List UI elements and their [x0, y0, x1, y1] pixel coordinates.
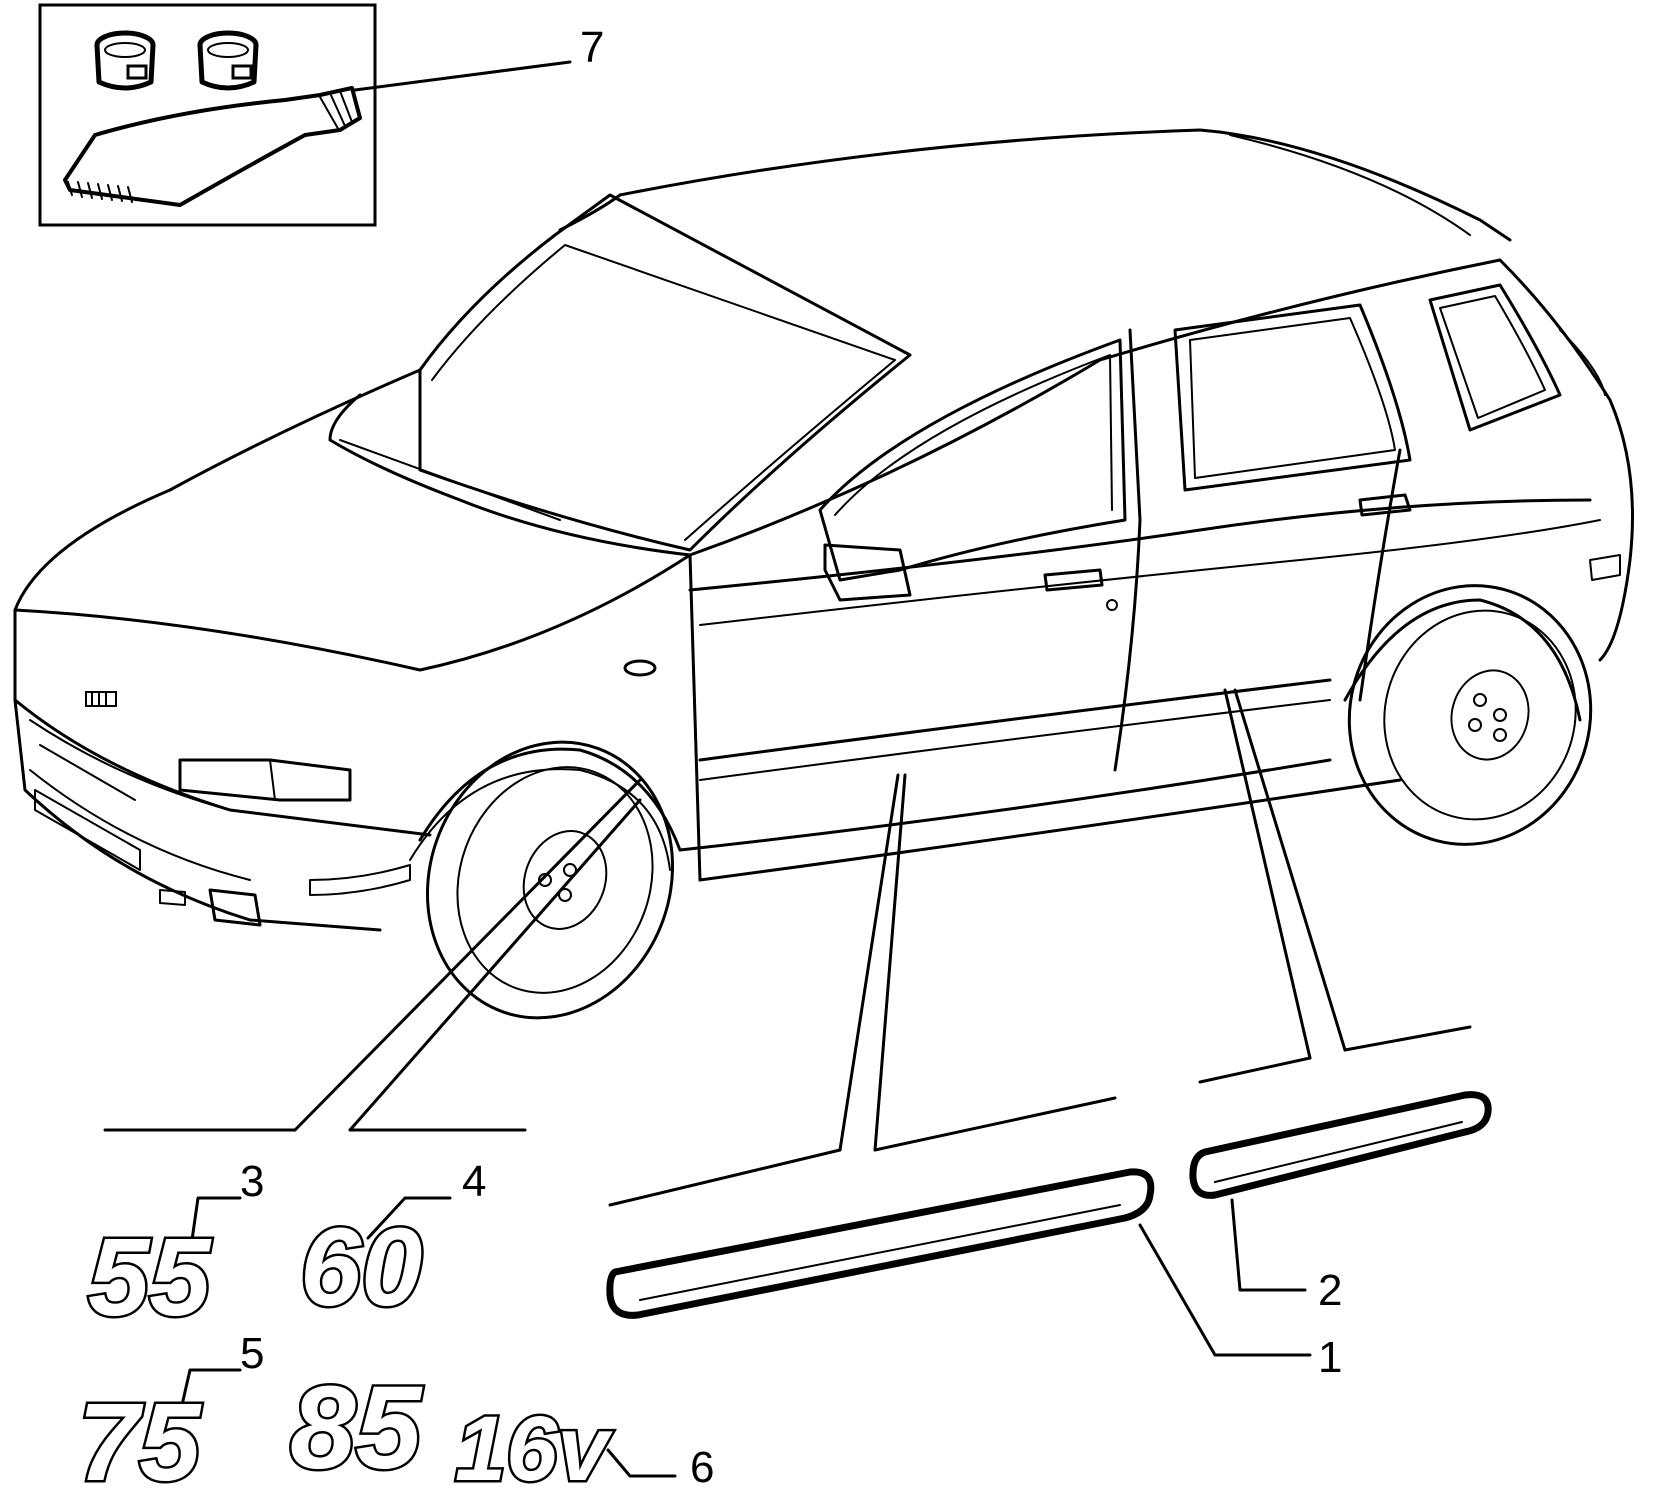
svg-text:60: 60	[300, 1206, 422, 1329]
jar-icon	[94, 30, 156, 91]
kit-inset	[38, 3, 572, 227]
badge-60: 60	[298, 1204, 425, 1332]
badge-85: 85	[288, 1360, 427, 1495]
badge-55: 55	[86, 1214, 215, 1342]
svg-text:55: 55	[88, 1216, 212, 1339]
callout-7: 7	[580, 23, 604, 72]
badge-16v: 16v	[453, 1396, 616, 1495]
fiat-logo-icon	[85, 691, 117, 707]
svg-text:75: 75	[78, 1381, 202, 1495]
svg-text:85: 85	[290, 1362, 424, 1494]
callout-6: 6	[690, 1443, 714, 1492]
jar-icon	[197, 30, 259, 91]
side-moulding-short	[1189, 1091, 1492, 1199]
car-illustration	[13, 128, 1634, 1020]
callout-5: 5	[240, 1329, 264, 1378]
adhesive-tube-icon	[63, 86, 362, 207]
callout-1: 1	[1318, 1333, 1342, 1382]
leader-lines	[103, 688, 1472, 1478]
callout-4: 4	[462, 1157, 486, 1206]
leader-7	[353, 60, 572, 92]
side-moulding-long	[606, 1168, 1155, 1319]
callout-3: 3	[240, 1157, 264, 1206]
badge-75: 75	[76, 1379, 205, 1495]
callout-2: 2	[1318, 1266, 1342, 1315]
svg-text:16v: 16v	[455, 1398, 613, 1495]
